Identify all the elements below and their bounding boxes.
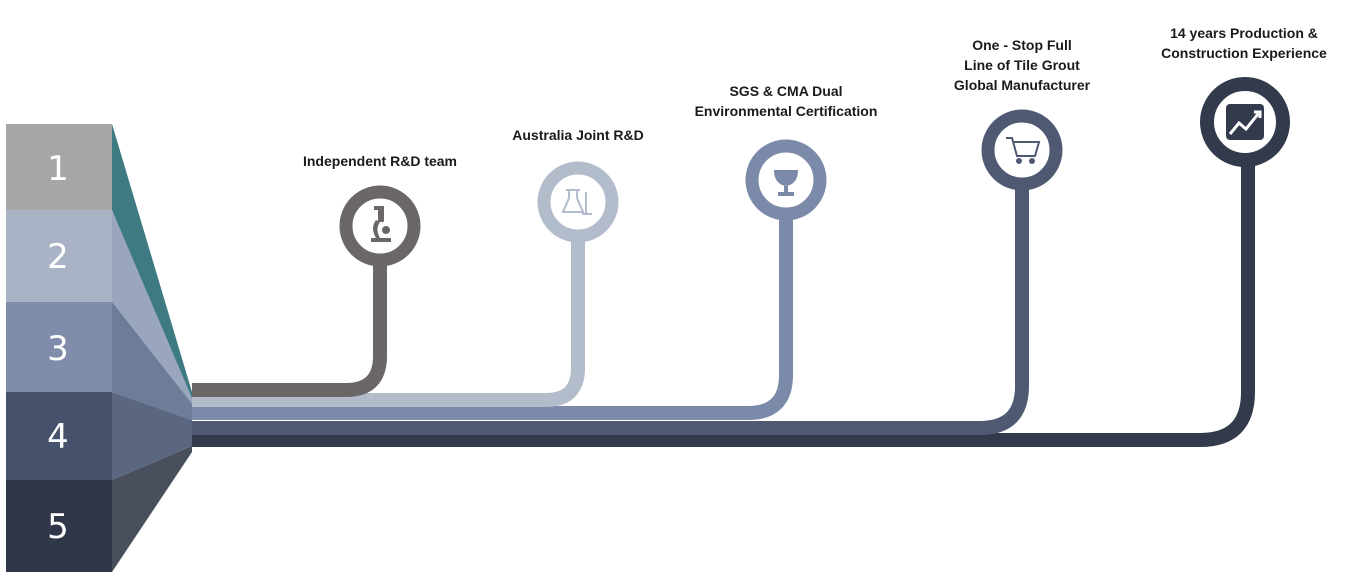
connector-path-2 xyxy=(192,210,585,407)
step-block-side-5 xyxy=(112,446,192,572)
step-block-1 xyxy=(6,124,112,210)
milestone-5 xyxy=(1200,77,1290,167)
step-number-4: 4 xyxy=(47,417,69,457)
trophy-icon xyxy=(774,170,798,196)
milestone-3 xyxy=(745,139,827,221)
milestone-label-3-line-1: SGS & CMA Dual xyxy=(729,83,842,99)
milestone-label-3-line-2: Environmental Certification xyxy=(695,103,878,119)
milestone-label-1: Independent R&D team xyxy=(303,153,457,169)
milestone-circle-4 xyxy=(981,109,1063,191)
connector-path-5 xyxy=(192,160,1255,447)
step-block-stack: 1 2 3 4 5 xyxy=(6,124,192,572)
step-block-5 xyxy=(6,480,112,572)
step-number-3: 3 xyxy=(47,329,69,369)
milestone-circle-1 xyxy=(339,185,421,267)
step-block-side-1 xyxy=(112,124,192,410)
step-number-1: 1 xyxy=(47,149,69,189)
milestone-label-5-line-1: 14 years Production & xyxy=(1170,25,1318,41)
step-block-side-2 xyxy=(112,210,192,412)
connector-path-1 xyxy=(192,230,387,397)
milestone-circles xyxy=(339,77,1290,267)
growth-chart-icon xyxy=(1226,104,1264,140)
step-block-side-3 xyxy=(112,302,192,420)
milestone-label-4: One - Stop Full Line of Tile Grout Globa… xyxy=(954,37,1091,93)
milestone-4 xyxy=(981,109,1063,191)
shopping-cart-icon xyxy=(1006,137,1041,164)
milestone-1 xyxy=(339,185,421,267)
milestone-label-3: SGS & CMA Dual Environmental Certificati… xyxy=(695,83,878,119)
step-block-side-4 xyxy=(112,392,192,480)
microscope-icon xyxy=(371,206,391,242)
step-number-5: 5 xyxy=(47,507,69,547)
connector-path-4 xyxy=(192,180,1029,435)
milestone-label-4-line-2: Line of Tile Grout xyxy=(964,57,1080,73)
step-block-2 xyxy=(6,210,112,302)
step-number-2: 2 xyxy=(47,237,69,277)
step-block-4 xyxy=(6,392,112,480)
milestone-label-5-line-2: Construction Experience xyxy=(1161,45,1327,61)
milestone-label-5: 14 years Production & Construction Exper… xyxy=(1161,25,1327,61)
milestone-labels: Independent R&D team Australia Joint R&D… xyxy=(303,25,1327,169)
lab-flask-icon xyxy=(561,189,592,215)
milestone-label-4-line-1: One - Stop Full xyxy=(972,37,1072,53)
step-block-3 xyxy=(6,302,112,392)
connector-path-3 xyxy=(192,190,793,420)
milestone-label-2: Australia Joint R&D xyxy=(512,127,643,143)
milestone-label-4-line-3: Global Manufacturer xyxy=(954,77,1091,93)
connector-lines xyxy=(192,160,1255,447)
milestone-2 xyxy=(537,161,619,243)
